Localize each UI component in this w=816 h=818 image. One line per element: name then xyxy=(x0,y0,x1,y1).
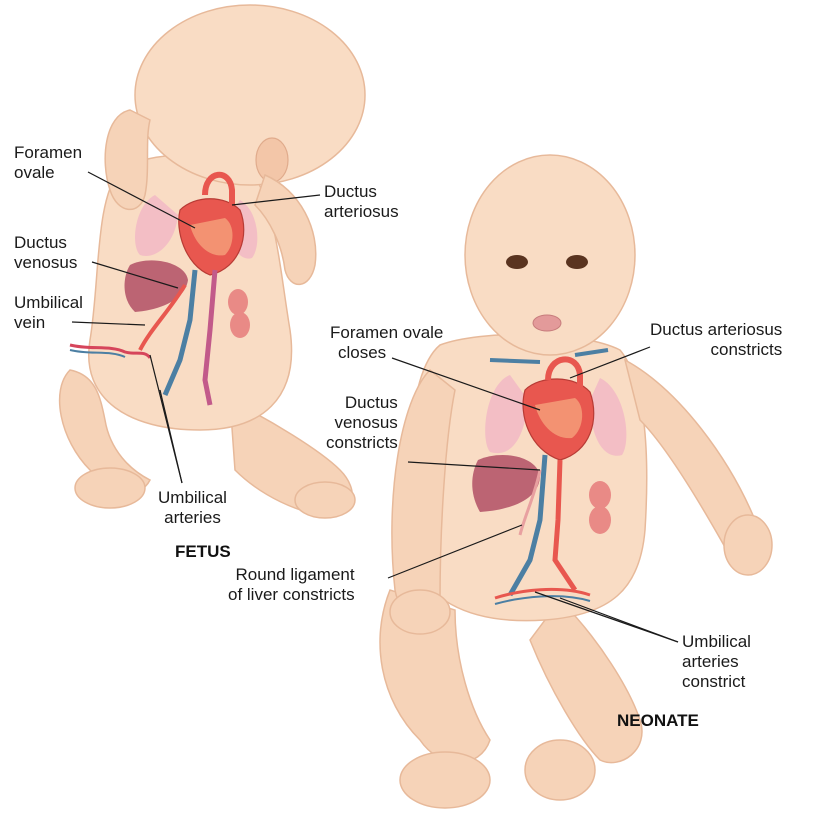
neonate-eye-right xyxy=(566,255,588,269)
label-foramen-ovale: Foramen ovale xyxy=(14,143,82,183)
label-foramen-ovale-closes: Foramen ovale closes xyxy=(330,323,443,363)
neonate-foot-left xyxy=(400,752,490,808)
neonate-eye-left xyxy=(506,255,528,269)
fetus-left-arm xyxy=(105,110,150,209)
neonate-right-leg xyxy=(530,600,642,763)
label-ductus-venosus-constricts: Ductus venosus constricts xyxy=(326,393,398,453)
label-ductus-venosus: Ductus venosus xyxy=(14,233,77,273)
fetus-kidney-upper xyxy=(228,289,248,315)
label-round-ligament: Round ligament of liver constricts xyxy=(228,565,355,605)
neonate-kidney-lower xyxy=(589,506,611,534)
neonate-title: NEONATE xyxy=(617,711,699,731)
fetus-kidney-lower xyxy=(230,312,250,338)
label-umbilical-arteries-constrict: Umbilical arteries constrict xyxy=(682,632,751,692)
fetus-ear xyxy=(256,138,288,182)
label-umbilical-arteries: Umbilical arteries xyxy=(158,488,227,528)
neonate-figure xyxy=(380,155,772,808)
label-umbilical-vein: Umbilical vein xyxy=(14,293,83,333)
label-ductus-arteriosus-constricts: Ductus arteriosus constricts xyxy=(650,320,782,360)
fetus-foot-right xyxy=(295,482,355,518)
fetus-title: FETUS xyxy=(175,542,231,562)
fetus-figure xyxy=(60,5,365,518)
fetus-head xyxy=(135,5,365,185)
neonate-right-hand xyxy=(724,515,772,575)
neonate-left-hand xyxy=(390,590,450,634)
neonate-foot-right xyxy=(525,740,595,800)
neonate-mouth xyxy=(533,315,561,331)
neonate-kidney-upper xyxy=(589,481,611,509)
fetus-foot-left xyxy=(75,468,145,508)
label-ductus-arteriosus: Ductus arteriosus xyxy=(324,182,399,222)
